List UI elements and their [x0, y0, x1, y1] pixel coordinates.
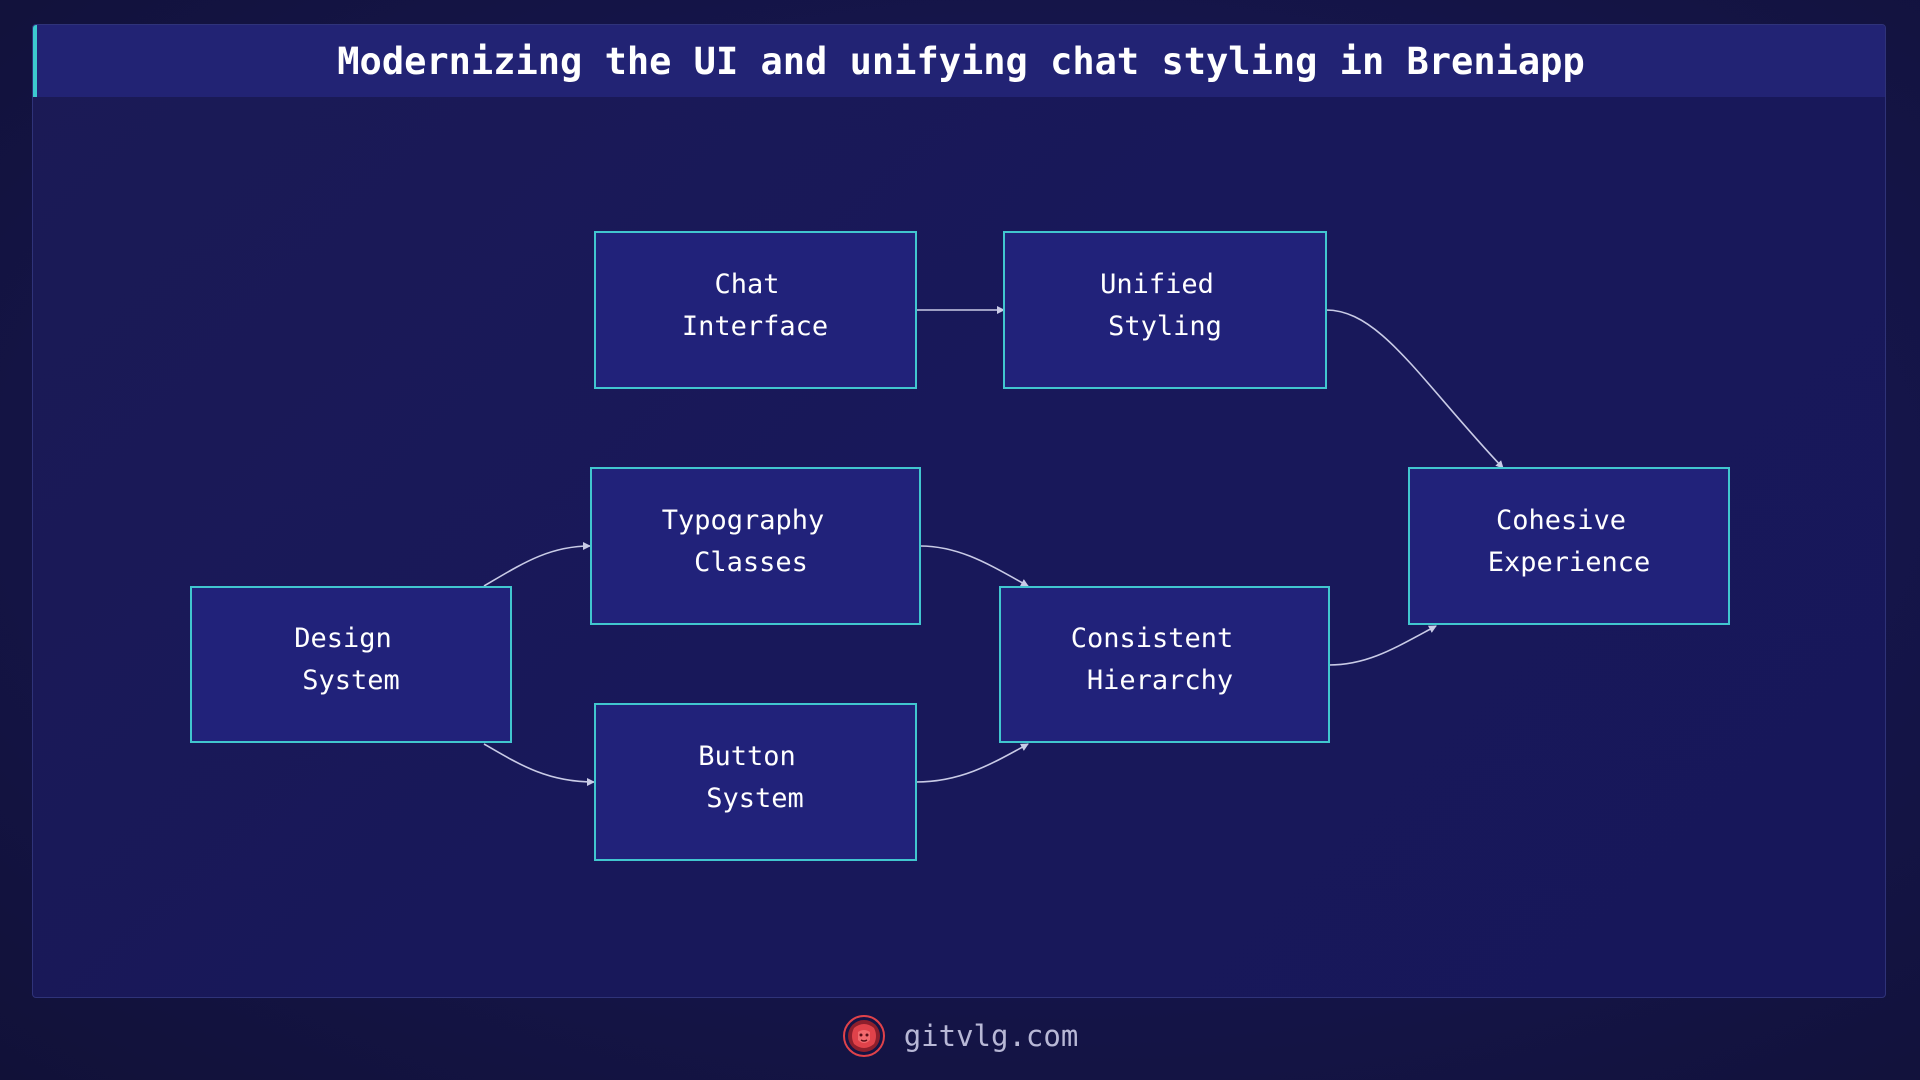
node-design-system-line-2: System: [302, 665, 400, 696]
node-consistent-hierarchy-line-1: Consistent: [1071, 623, 1234, 654]
node-typography-classes-line-2: Classes: [694, 547, 808, 578]
page-title: Modernizing the UI and unifying chat sty…: [337, 39, 1585, 83]
node-unified-styling-line-1: Unified: [1100, 269, 1214, 300]
title-bar: Modernizing the UI and unifying chat sty…: [33, 25, 1885, 97]
edge-typography-classes-to-consistent-hierarchy: [919, 545, 1029, 587]
edge-design-system-to-button-system: [483, 743, 595, 786]
node-typography-classes: Typography Classes: [590, 467, 921, 625]
node-button-system: Button System: [594, 703, 917, 861]
node-button-system-line-1: Button: [698, 741, 796, 772]
node-chat-interface-line-1: Chat: [714, 269, 779, 300]
node-unified-styling: Unified Styling: [1003, 231, 1327, 389]
node-button-system-line-2: System: [706, 783, 804, 814]
footer: gitvlg.com: [0, 1008, 1920, 1064]
node-design-system-line-1: Design: [294, 623, 392, 654]
node-consistent-hierarchy-line-2: Hierarchy: [1087, 665, 1233, 696]
edge-unified-styling-to-cohesive-experience: [1325, 309, 1504, 469]
node-typography-classes-line-1: Typography: [662, 505, 825, 536]
node-chat-interface-line-2: Interface: [682, 311, 828, 342]
node-cohesive-experience-line-2: Experience: [1488, 547, 1651, 578]
edge-button-system-to-consistent-hierarchy: [915, 743, 1029, 783]
footer-site-link[interactable]: gitvlg.com: [903, 1019, 1079, 1053]
edge-design-system-to-typography-classes: [483, 542, 591, 587]
node-consistent-hierarchy: Consistent Hierarchy: [999, 586, 1330, 743]
edge-consistent-hierarchy-to-cohesive-experience: [1328, 625, 1437, 666]
node-unified-styling-line-2: Styling: [1108, 311, 1222, 342]
node-cohesive-experience-line-1: Cohesive: [1496, 505, 1626, 536]
lion-head-icon: [842, 1015, 885, 1057]
node-chat-interface: Chat Interface: [594, 231, 917, 389]
node-cohesive-experience: Cohesive Experience: [1408, 467, 1730, 625]
node-design-system: Design System: [190, 586, 512, 743]
